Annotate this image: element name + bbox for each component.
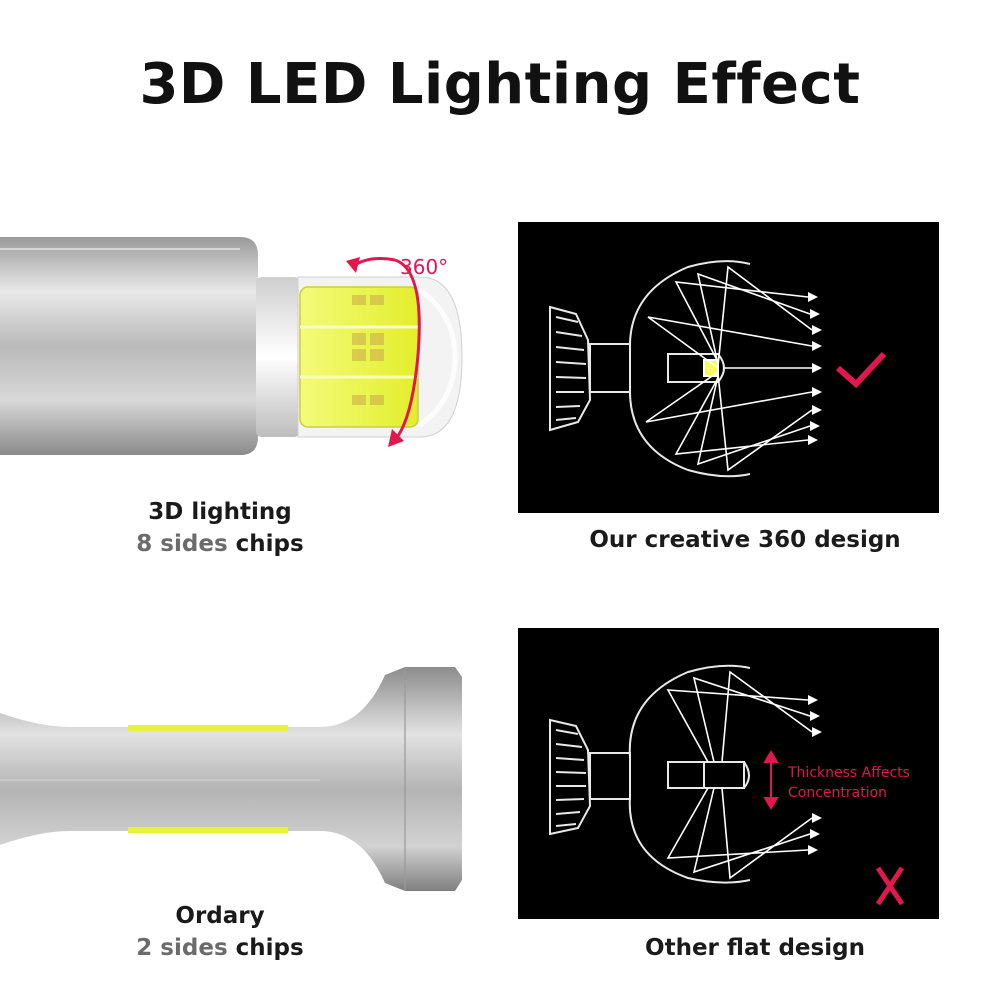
caption-rest: chips	[227, 935, 304, 961]
thickness-annotation: Thickness Affects Concentration	[788, 763, 910, 803]
rotation-label: 360°	[400, 255, 449, 279]
panel-caption-360: Our creative 360 design	[589, 527, 901, 553]
caption-ordinary: Ordary 2 sides chips	[60, 900, 380, 964]
caption-line1: Ordary	[175, 903, 265, 929]
panel-caption-flat: Other flat design	[645, 935, 865, 961]
diagram-panel-360-design	[518, 222, 939, 513]
annotation-line2: Concentration	[788, 785, 888, 801]
caption-line2: 2 sides chips	[60, 932, 380, 964]
bulb-8-sides-image	[0, 237, 463, 455]
diagram-panel-flat-design: Thickness Affects Concentration	[518, 628, 939, 919]
annotation-line1: Thickness Affects	[788, 765, 910, 781]
checkmark-icon	[836, 351, 887, 389]
caption-3d-lighting: 3D lighting 8 sides chips	[60, 496, 380, 560]
caption-highlight: 2 sides	[136, 935, 228, 961]
caption-rest: chips	[227, 531, 304, 557]
bulb-2-sides-image	[0, 667, 462, 891]
caption-highlight: 8 sides	[136, 531, 228, 557]
page-title: 3D LED Lighting Effect	[139, 52, 861, 117]
caption-line2: 8 sides chips	[60, 528, 380, 560]
caption-line1: 3D lighting	[148, 499, 292, 525]
cross-icon	[875, 866, 905, 906]
